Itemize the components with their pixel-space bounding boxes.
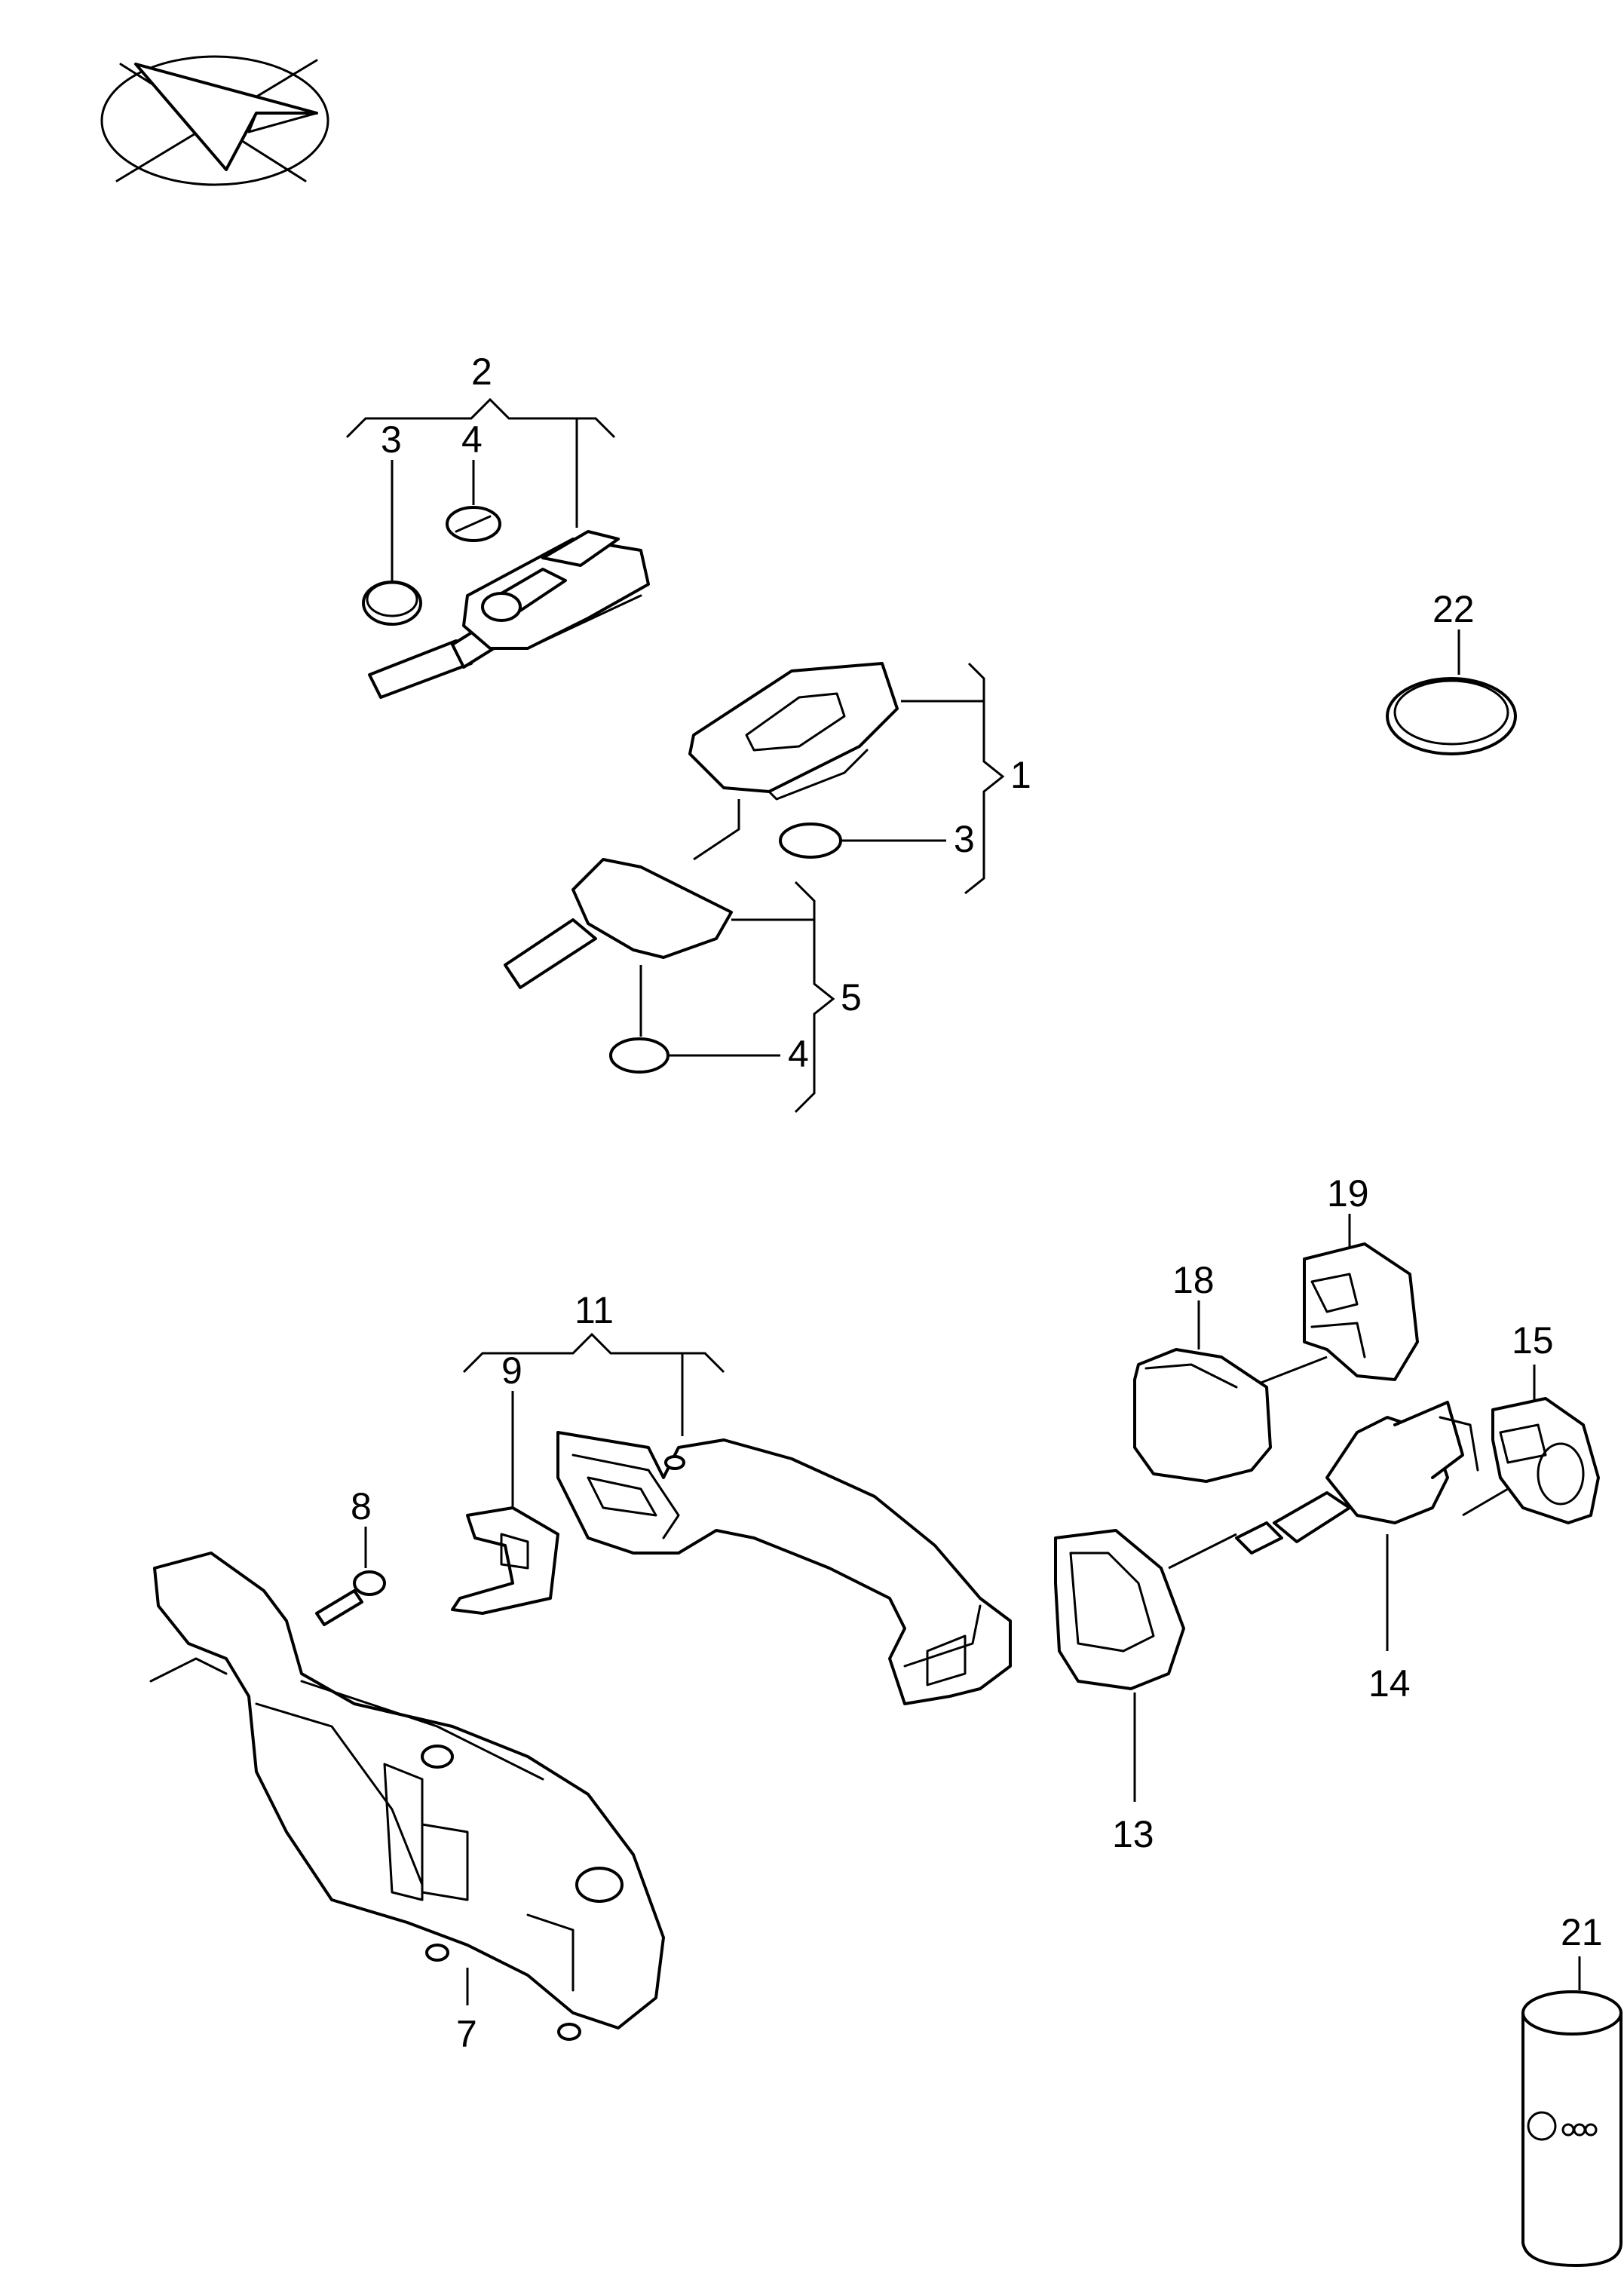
end-cap-18: [1133, 1348, 1272, 1483]
callout-4-top: 4: [461, 418, 483, 461]
lock-cylinder: [1235, 1401, 1479, 1555]
callout-5: 5: [841, 976, 862, 1019]
emblem-mid: [609, 1037, 670, 1074]
gasket-seal: [1054, 1529, 1185, 1690]
callout-22: 22: [1432, 588, 1475, 630]
callout-2: 2: [471, 351, 492, 393]
folding-key-assembly: [368, 530, 650, 699]
callout-19: 19: [1327, 1172, 1369, 1215]
callout-11: 11: [575, 1289, 614, 1331]
callout-3-mid: 3: [954, 818, 975, 860]
callout-7: 7: [456, 2013, 477, 2055]
seal-ring: [1386, 677, 1517, 755]
retaining-clip: [451, 1506, 559, 1615]
callout-8: 8: [351, 1485, 372, 1527]
key-housing-shell: [688, 662, 899, 801]
battery-cell-mid: [779, 823, 842, 859]
callout-21: 21: [1561, 1911, 1603, 1953]
callout-14: 14: [1368, 1662, 1411, 1705]
callout-4-mid: 4: [788, 1033, 809, 1075]
callout-18: 18: [1172, 1259, 1215, 1301]
cover-cap-19: [1303, 1242, 1419, 1381]
callout-13: 13: [1112, 1813, 1154, 1855]
callout-9: 9: [501, 1349, 522, 1392]
callout-15: 15: [1512, 1319, 1554, 1362]
key-blade: [504, 858, 733, 989]
screw: [315, 1570, 386, 1626]
door-pull-handle: [556, 1431, 1012, 1705]
callout-3-top: 3: [381, 418, 402, 461]
callout-1: 1: [1010, 754, 1031, 796]
emblem-top: [446, 506, 501, 542]
cover-cap-15: [1491, 1397, 1600, 1524]
battery-cell-top: [362, 581, 422, 626]
direction-arrow-icon: [100, 55, 329, 186]
lubricant-tube: [1521, 1990, 1622, 2267]
handle-bracket-carrier: [149, 1552, 665, 2041]
